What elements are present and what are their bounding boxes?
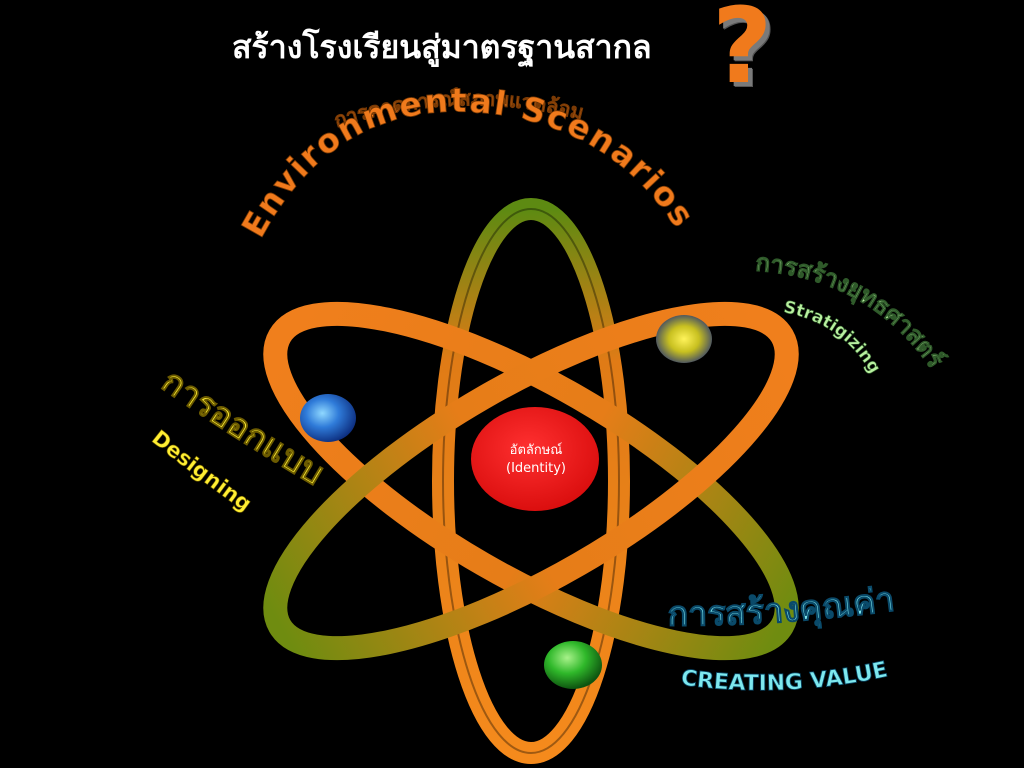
value-english-label: CREATING VALUE: [680, 657, 890, 696]
nucleus-english-label: (Identity): [506, 461, 566, 476]
electron-green-icon: [544, 641, 602, 689]
question-mark-icon: ?: [712, 0, 773, 107]
nucleus: [471, 407, 599, 511]
orbit-tilted-left: [263, 301, 799, 661]
orbit-vertical: [432, 198, 630, 764]
electron-blue-icon: [300, 394, 356, 442]
nucleus-label: อัตลักษณ์ (Identity): [472, 442, 600, 478]
nucleus-thai-label: อัตลักษณ์: [509, 443, 563, 458]
orbit-tilted-right: [263, 301, 799, 661]
page-title: สร้างโรงเรียนสู่มาตรฐานสากล: [232, 28, 652, 66]
environment-english-label: Environmental Scenarios: [234, 81, 704, 244]
electron-yellow-icon: [656, 315, 712, 363]
